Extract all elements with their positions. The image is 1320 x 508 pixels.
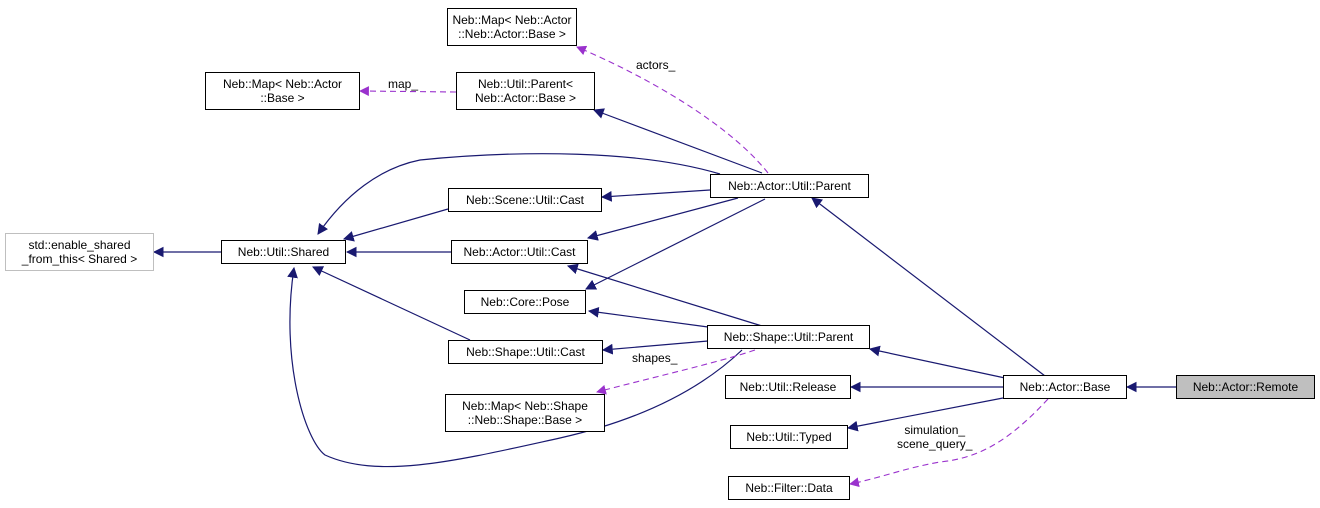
edge-actor-util-parent-to-shared <box>317 153 721 235</box>
edge-shape-parent-to-shared-long <box>287 266 743 468</box>
edge-shape-parent-to-core-pose <box>587 306 709 328</box>
label-map: map_ <box>388 77 419 91</box>
edge-shape-cast-to-shared <box>312 266 471 341</box>
edge-actor-util-parent-to-core-pose <box>585 198 766 290</box>
edge-actor-base-to-util-typed <box>846 397 1004 432</box>
node-map-actor-base[interactable]: Neb::Map< Neb::Actor ::Base > <box>205 72 360 110</box>
node-util-parent-actor[interactable]: Neb::Util::Parent< Neb::Actor::Base > <box>456 72 595 110</box>
edge-actor-base-to-shape-util-parent <box>868 345 1006 379</box>
edge-actors-usage <box>576 45 769 174</box>
label-actors: actors_ <box>636 58 676 72</box>
edge-map-usage <box>359 86 457 97</box>
node-actor-remote[interactable]: Neb::Actor::Remote <box>1176 375 1315 399</box>
edge-shape-parent-to-actor-cast <box>566 263 763 327</box>
edge-actor-util-parent-to-scene-cast <box>600 189 711 202</box>
edge-actor-util-parent-to-actor-cast <box>586 197 739 241</box>
node-std-enable-shared[interactable]: std::enable_shared _from_this< Shared > <box>5 233 154 271</box>
edge-shape-parent-to-shape-cast <box>601 340 709 355</box>
node-actor-util-cast[interactable]: Neb::Actor::Util::Cast <box>451 240 588 264</box>
edge-simulation-usage <box>849 398 1049 488</box>
edge-shapes-usage <box>596 349 756 395</box>
node-filter-data[interactable]: Neb::Filter::Data <box>728 476 850 500</box>
node-shape-util-parent[interactable]: Neb::Shape::Util::Parent <box>707 325 870 349</box>
edge-scene-cast-to-shared <box>342 208 449 242</box>
node-actor-base[interactable]: Neb::Actor::Base <box>1003 375 1127 399</box>
label-simulation: simulation_ scene_query_ <box>897 423 973 451</box>
node-util-typed[interactable]: Neb::Util::Typed <box>730 425 848 449</box>
node-map-actor-neb[interactable]: Neb::Map< Neb::Actor ::Neb::Actor::Base … <box>447 8 577 46</box>
label-shapes: shapes_ <box>632 351 678 365</box>
edge-actor-util-parent-to-util-parent <box>592 108 763 174</box>
node-util-shared[interactable]: Neb::Util::Shared <box>221 240 346 264</box>
node-scene-util-cast[interactable]: Neb::Scene::Util::Cast <box>448 188 602 212</box>
node-core-pose[interactable]: Neb::Core::Pose <box>464 290 586 314</box>
node-shape-util-cast[interactable]: Neb::Shape::Util::Cast <box>448 340 603 364</box>
node-util-release[interactable]: Neb::Util::Release <box>725 375 851 399</box>
edge-actor-base-to-actor-util-parent <box>811 197 1046 377</box>
node-map-shape[interactable]: Neb::Map< Neb::Shape ::Neb::Shape::Base … <box>445 394 605 432</box>
node-actor-util-parent[interactable]: Neb::Actor::Util::Parent <box>710 174 869 198</box>
